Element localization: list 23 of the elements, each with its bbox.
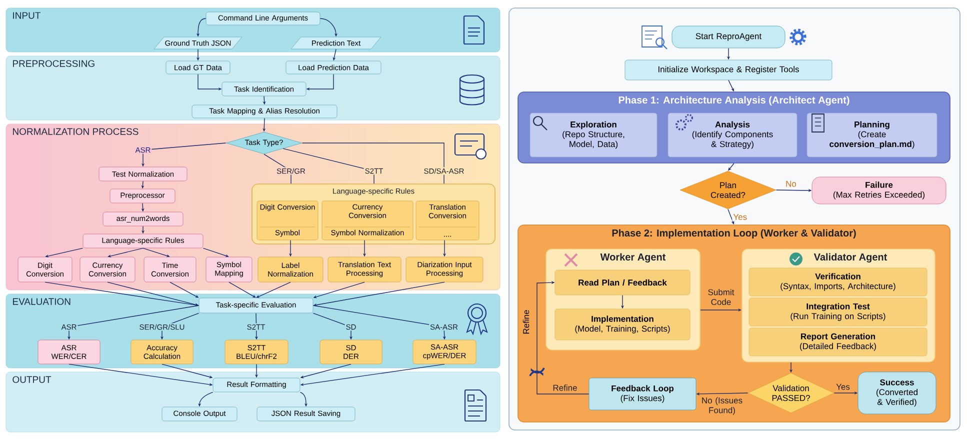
terminal-box: Success (Converted & Verified)	[858, 372, 936, 414]
process-box: Planning (Create conversion_plan.md)	[806, 112, 938, 158]
process-box: Verification (Syntax, Imports, Architecture)	[748, 268, 928, 296]
arrow	[536, 281, 590, 394]
terminal-box: Failure (Max Retries Exceeded)	[812, 176, 946, 204]
process-box: Initialize Workspace & Register Tools	[624, 60, 832, 80]
edge-label: No (Issues Found)	[697, 396, 747, 416]
arrow	[108, 248, 144, 258]
process-box: Report Generation (Detailed Feedback)	[748, 328, 928, 356]
process-box: Exploration (Repo Structure, Model, Data)	[530, 112, 658, 158]
edge-label: Submit Code	[704, 288, 738, 306]
edge-label: Yes	[732, 213, 748, 221]
process-box: Read Plan / Feedback	[554, 270, 690, 296]
arrow	[45, 248, 84, 258]
arrow	[256, 282, 291, 298]
process-box: Integration Test (Run Training on Scripts)	[748, 298, 928, 326]
process-box: Feedback Loop (Fix Issues)	[588, 378, 696, 410]
terminal-box: Start ReproAgent	[672, 26, 786, 48]
arrow	[142, 248, 170, 258]
process-box: Analysis (Identify Components & Strategy)	[668, 112, 798, 158]
edge-label: Refine	[552, 384, 578, 392]
arrow	[202, 248, 229, 258]
process-box: Implementation (Model, Training, Scripts)	[554, 308, 690, 340]
